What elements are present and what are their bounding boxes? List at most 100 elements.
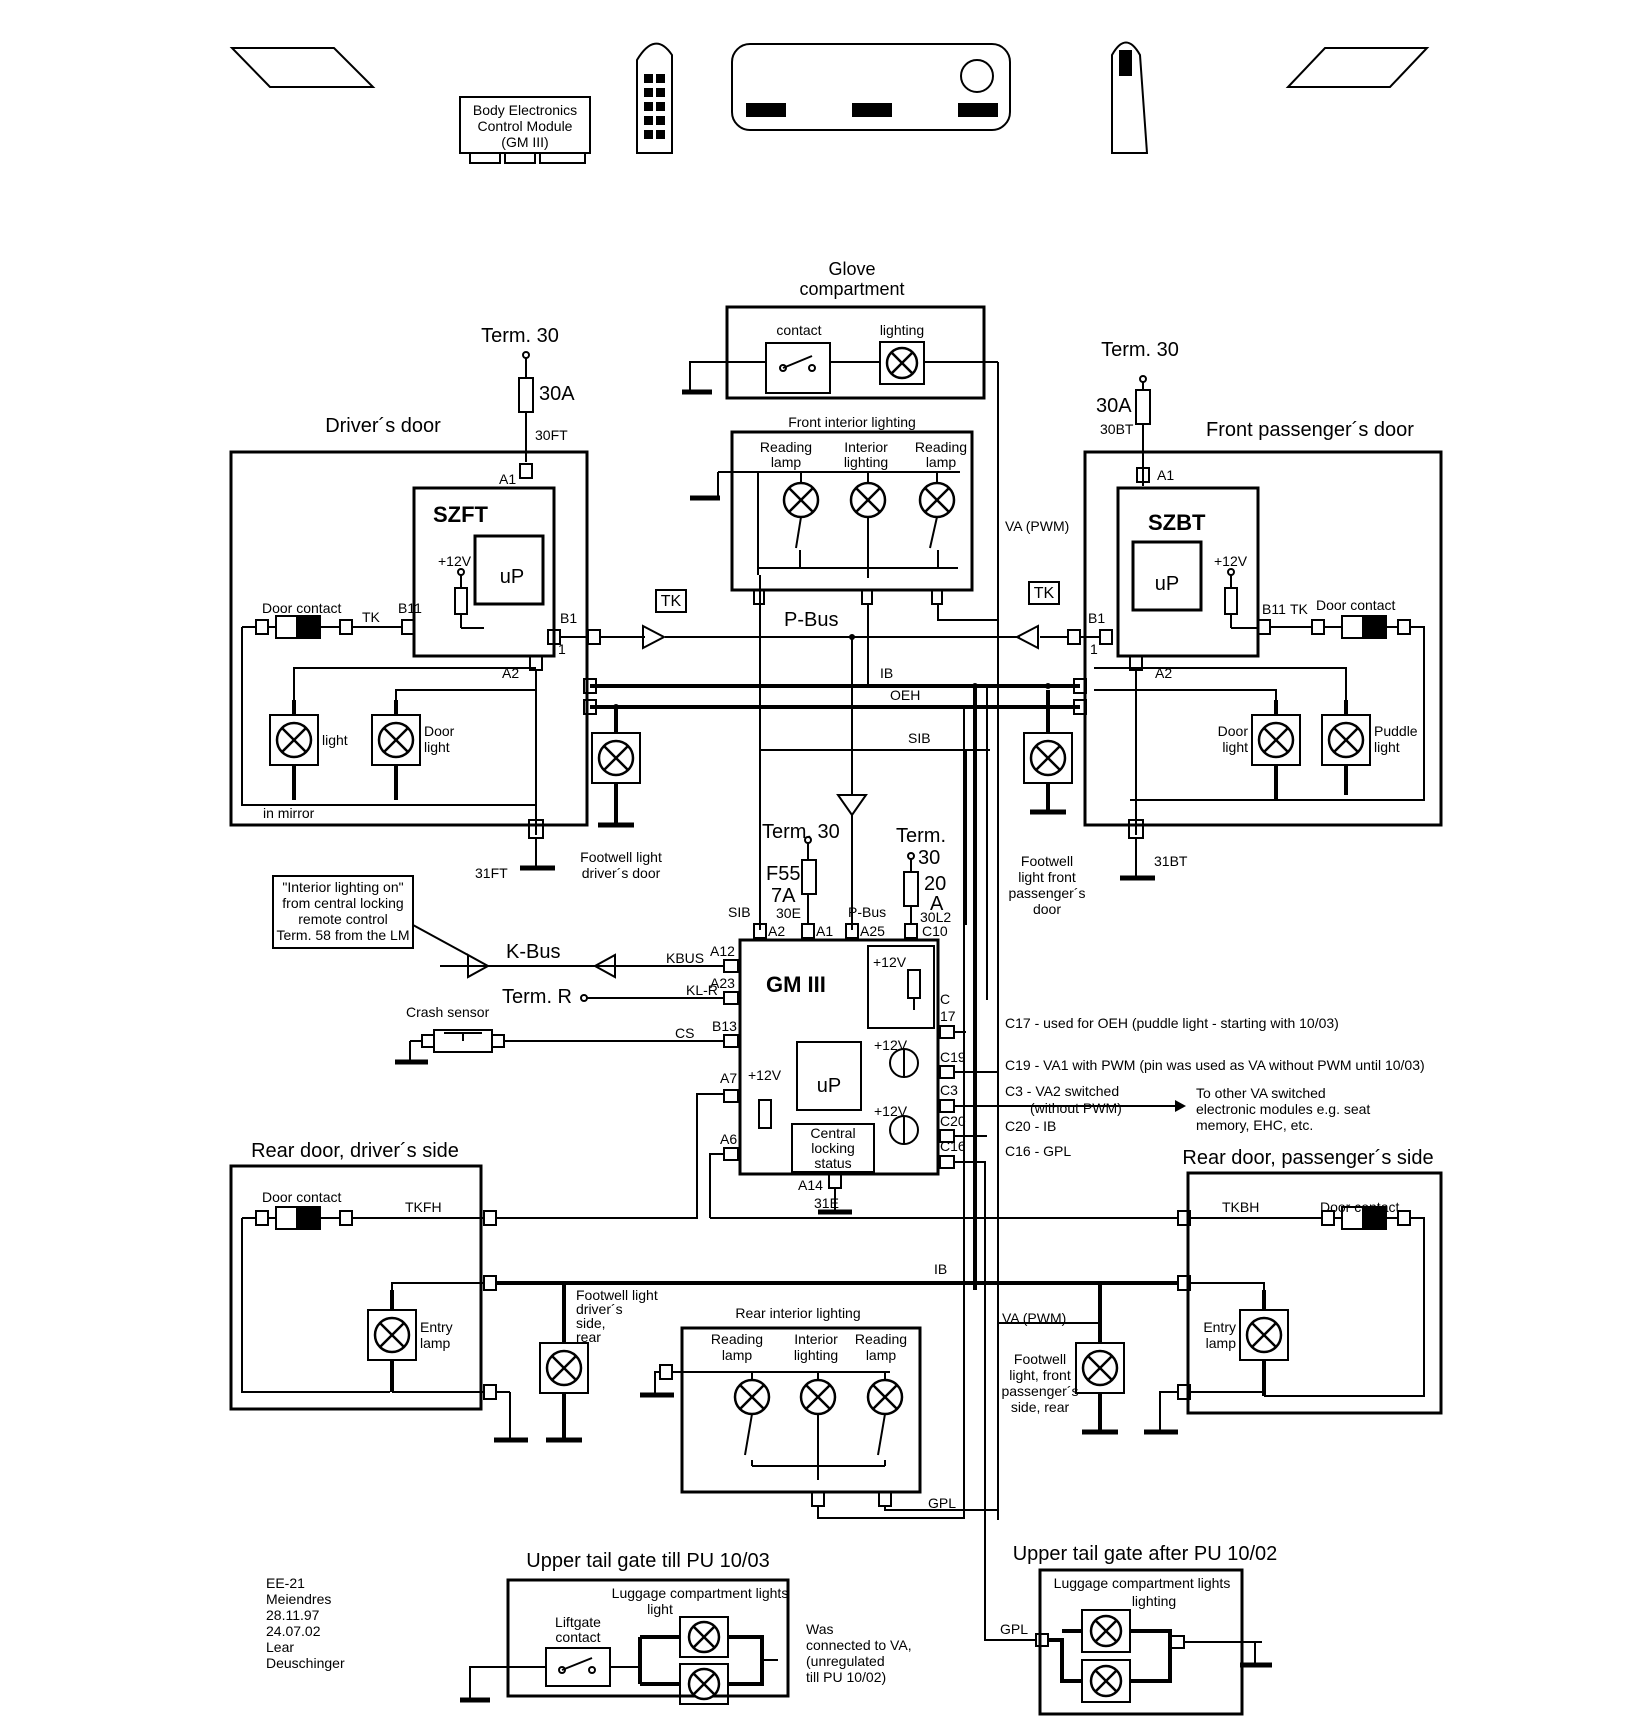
rear-driver-footwell-4: rear (576, 1329, 601, 1345)
rear-reading-left-1: Reading (711, 1331, 763, 1347)
tailgate-was-3: (unregulated (806, 1653, 885, 1669)
tailgate-liftgate-1: Liftgate (555, 1614, 601, 1630)
bem-module-icon: Body Electronics Control Module (GM III) (459, 96, 591, 164)
szbt-12v: +12V (1214, 553, 1248, 569)
szbt-title: SZBT (1148, 510, 1206, 535)
driver-door-title: Driver´s door (325, 415, 441, 437)
passenger-door-light-2: light (1222, 739, 1248, 755)
gm3-kbus-pin: KBUS (666, 950, 704, 966)
szbt-b1: B1 (1088, 610, 1105, 626)
ib-label: IB (880, 665, 893, 681)
szft-a1: A1 (499, 471, 516, 487)
door-switch-icon (1111, 41, 1149, 154)
driver-footwell-1: Footwell light (580, 849, 662, 865)
note-c20: C20 - IB (1005, 1118, 1056, 1134)
rear-door-passenger: Rear door, passenger´s side Door contact… (709, 1147, 1443, 1435)
gm3-fuse-right-2: A (930, 893, 944, 915)
front-interior-lighting: Front interior lighting Reading lamp Int… (690, 414, 974, 605)
passenger-door: Term. 30 30A 30BT Front passenger´s door… (1008, 339, 1443, 917)
gm3-fuse-left-1: F55 (766, 863, 800, 885)
szft-pin1: 1 (558, 641, 566, 657)
driver-term30: Term. 30 (481, 325, 559, 347)
gm3-a1: A1 (816, 923, 833, 939)
szft-b1: B1 (560, 610, 577, 626)
footer-info: EE-21 Meiendres 28.11.97 24.07.02 Lear D… (266, 1575, 345, 1671)
gm3-30l2: 30L2 (920, 909, 951, 925)
tailgate-was-2: connected to VA, (806, 1637, 912, 1653)
bem-label-3: (GM III) (501, 134, 548, 150)
overhead-console-icon (731, 43, 1011, 131)
rear-driver-footwell-1: Footwell light (576, 1287, 658, 1303)
gm3-a12: A12 (710, 943, 735, 959)
footer-line-4: 24.07.02 (266, 1623, 321, 1639)
gm3-term30-right-2: 30 (918, 847, 940, 869)
tailgate-was-4: till PU 10/02) (806, 1669, 886, 1685)
pin-notes: C17 - used for OEH (puddle light - start… (1005, 1015, 1425, 1159)
gm3-a14: A14 (798, 1177, 823, 1193)
driver-door-contact-label: Door contact (262, 600, 341, 616)
switch-panel-icon (636, 42, 673, 154)
gm3-up: uP (817, 1075, 841, 1097)
kbus-note-3: remote control (298, 911, 387, 927)
driver-door-light-2: light (424, 739, 450, 755)
note-other-2: electronic modules e.g. seat (1196, 1101, 1370, 1117)
tailgate-liftgate-2: contact (555, 1629, 600, 1645)
rear-passenger-footwell-4: side, rear (1011, 1399, 1070, 1415)
rear-passenger-footwell-3: passenger´s (1001, 1383, 1078, 1399)
szft-up: uP (500, 566, 524, 588)
gm3-c: C (940, 991, 950, 1007)
note-other-3: memory, EHC, etc. (1196, 1117, 1313, 1133)
gm3-a6: A6 (720, 1131, 737, 1147)
tk-left-label: TK (661, 593, 682, 610)
rear-interior-1: Interior (794, 1331, 838, 1347)
szbt-up: uP (1155, 573, 1179, 595)
front-reading-right-2: lamp (926, 454, 957, 470)
drivers-door: Term. 30 30A 30FT Driver´s door SZFT A1 … (229, 325, 662, 881)
passenger-door-title: Front passenger´s door (1206, 419, 1414, 441)
szft-12v: +12V (438, 553, 472, 569)
rear-interior-title: Rear interior lighting (735, 1305, 860, 1321)
va-pwm-label: VA (PWM) (1005, 518, 1069, 534)
kbus-note-4: Term. 58 from the LM (276, 927, 409, 943)
header-icons: Body Electronics Control Module (GM III) (229, 41, 1430, 164)
passenger-door-light-1: Door (1218, 723, 1249, 739)
rear-driver-title: Rear door, driver´s side (251, 1140, 459, 1162)
driver-fuse-pin: 30FT (535, 427, 568, 443)
driver-ground: 31FT (475, 865, 508, 881)
gm3-12v-low: +12V (874, 1103, 908, 1119)
rear-reading-right-1: Reading (855, 1331, 907, 1347)
gm3-b13: B13 (712, 1018, 737, 1034)
footer-line-3: 28.11.97 (266, 1607, 320, 1623)
tailgate-was-1: Was (806, 1621, 833, 1637)
footer-line-2: Meiendres (266, 1591, 331, 1607)
front-interior-1: Interior (844, 439, 888, 455)
rear-gpl-label: GPL (928, 1495, 956, 1511)
rear-driver-footwell-3: side, (576, 1315, 606, 1331)
gm3-sib: SIB (728, 904, 751, 920)
bem-label-2: Control Module (478, 118, 573, 134)
rear-driver-contact-label: Door contact (262, 1189, 341, 1205)
szft-b11: B11 (398, 600, 422, 616)
rear-reading-right-2: lamp (866, 1347, 897, 1363)
gm3-c17: 17 (940, 1008, 956, 1024)
gm3-ground: 31E (814, 1195, 839, 1211)
pbus-label: P-Bus (784, 609, 838, 631)
tailgate-after: Upper tail gate after PU 10/02 Luggage c… (1000, 1543, 1277, 1716)
kbus-note-2: from central locking (282, 895, 403, 911)
front-reading-left-1: Reading (760, 439, 812, 455)
rear-reading-left-2: lamp (722, 1347, 753, 1363)
passenger-fuse-pin: 30BT (1100, 421, 1134, 437)
gm3-c10: C10 (922, 923, 948, 939)
gm3-central-1: Central (810, 1125, 855, 1141)
note-c3: C3 - VA2 switched (1005, 1083, 1119, 1099)
tailgate-till-lights: Luggage compartment lights (612, 1585, 789, 1601)
gm3-module: GM III Term. 30 F55 7A 30E Term. 30 20 A… (666, 821, 1186, 1641)
gm3-a23: A23 (710, 975, 735, 991)
glove-title-2: compartment (799, 279, 904, 299)
rear-door-driver: Rear door, driver´s side Door contact TK… (229, 1093, 975, 1443)
rear-ib-label: IB (934, 1261, 947, 1277)
kbus-note-1: "Interior lighting on" (282, 879, 403, 895)
gm3-cs: CS (675, 1025, 694, 1041)
driver-door-light-1: Door (424, 723, 455, 739)
